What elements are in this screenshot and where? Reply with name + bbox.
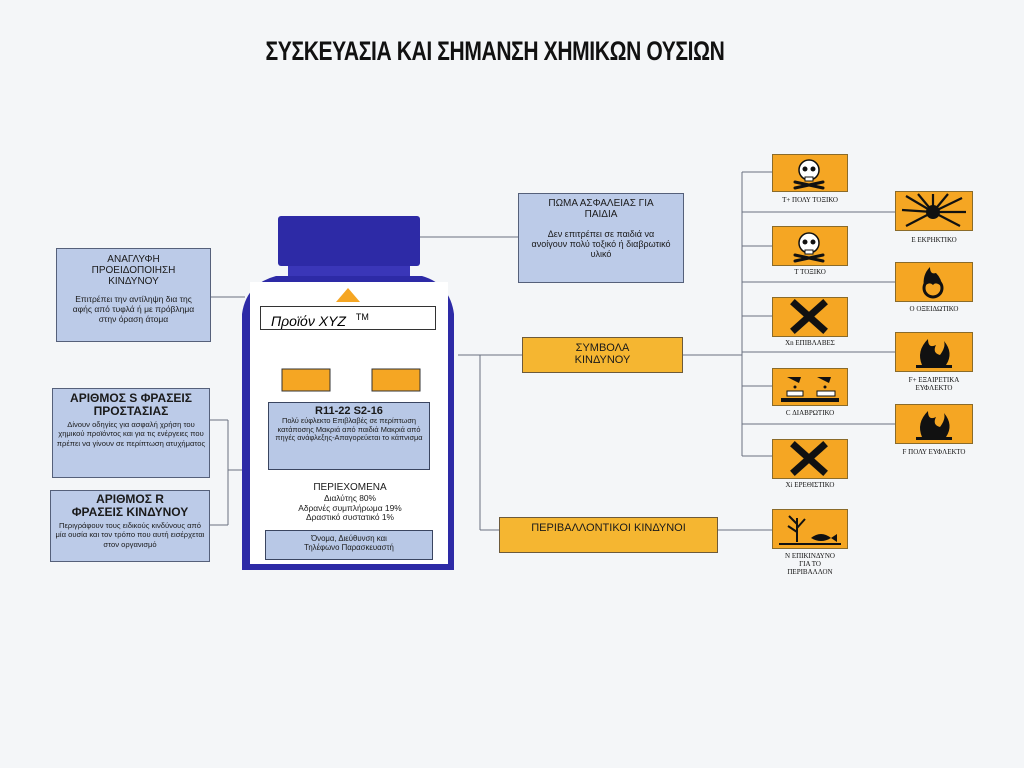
environmental-danger-label-text: N ΕΠΙΚΙΝΔΥΝΟ ΓΙΑ ΤΟ ΠΕΡΙΒΑΛΛΟΝ: [785, 552, 835, 576]
extremely-flammable-label: F+ ΕΞΑΙΡΕΤΙΚΑ ΕΥΦΛΕΚΤΟ: [880, 376, 988, 392]
flame-icon: [916, 339, 952, 368]
corrosive-icon: [781, 377, 839, 402]
very-toxic-symbol: [772, 154, 848, 192]
cross-x-icon: [790, 441, 828, 476]
product-name-label: Προϊόν XYZ TM: [260, 306, 436, 330]
phrases-panel: R11-22 S2-16 Πολύ εύφλεκτο Επιβλαβές σε …: [268, 402, 430, 470]
harmful-label: Xn ΕΠΙΒΛΑΒΕΣ: [785, 339, 835, 347]
environmental-danger-label: N ΕΠΙΚΙΝΔΥΝΟ ΓΙΑ ΤΟ ΠΕΡΙΒΑΛΛΟΝ: [746, 552, 874, 576]
cross-x-icon: [790, 299, 828, 334]
irritant-symbol: [772, 439, 848, 479]
corrosive-symbol: [772, 368, 848, 406]
s-phrases-title: ΑΡΙΘΜΟΣ S ΦΡΑΣΕΙΣ ΠΡΟΣΤΑΣΙΑΣ: [70, 391, 192, 418]
r-phrases-title: ΑΡΙΘΜΟΣ R ΦΡΑΣΕΙΣ ΚΙΝΔΥΝΟΥ: [71, 492, 189, 519]
toxic-symbol: [772, 226, 848, 266]
harmful-symbol: [772, 297, 848, 337]
dead-tree-fish-icon: [779, 515, 841, 545]
environmental-hazards-box: ΠΕΡΙΒΑΛΛΟΝΤΙΚΟΙ ΚΙΝΔΥΝΟΙ: [499, 517, 718, 553]
environmental-danger-symbol: [772, 509, 848, 549]
hazard-symbols-box: ΣΥΜΒΟΛΑ ΚΙΝΔΥΝΟΥ: [522, 337, 683, 373]
r-phrases-text: Περιγράφουν τους ειδικούς κινδύνους από …: [55, 521, 205, 549]
tactile-warning-title: ΑΝΑΓΛΥΦΗ ΠΡΟΕΙΔΟΠΟΙΗΣΗ ΚΙΝΔΥΝΟΥ: [91, 254, 176, 287]
manufacturer-panel: Όνομα, Διεύθυνση και Τηλέφωνο Παρασκευασ…: [265, 530, 433, 560]
contents-line: Δραστικό συστατικό 1%: [306, 512, 394, 522]
tactile-warning-box: ΑΝΑΓΛΥΦΗ ΠΡΟΕΙΔΟΠΟΙΗΣΗ ΚΙΝΔΥΝΟΥ Επιτρέπε…: [56, 248, 211, 342]
child-safety-cap-box: ΠΩΜΑ ΑΣΦΑΛΕΙΑΣ ΓΙΑ ΠΑΙΔΙΑ Δεν επιτρέπει …: [518, 193, 684, 283]
tactile-warning-text: Επιτρέπει την αντίληψη δια της αφής από …: [72, 294, 195, 324]
contents-title: ΠΕΡΙΕΧΟΜΕΝΑ: [313, 482, 387, 493]
very-toxic-label: T+ ΠΟΛΥ ΤΟΞΙΚΟ: [782, 196, 838, 204]
extremely-flammable-symbol: [895, 332, 973, 372]
explosive-symbol: [895, 191, 973, 231]
oxidising-symbol: [895, 262, 973, 302]
s-phrases-text: Δίνουν οδηγίες για ασφαλή χρήση του χημι…: [56, 420, 206, 448]
contents-section: ΠΕΡΙΕΧΟΜΕΝΑ Διαλύτης 80% Αδρανές συμπλήρ…: [260, 482, 440, 523]
corrosive-label: C ΔΙΑΒΡΩΤΙΚΟ: [785, 409, 835, 417]
explosion-icon: [901, 193, 966, 227]
environmental-hazards-title: ΠΕΡΙΒΑΛΛΟΝΤΙΚΟΙ ΚΙΝΔΥΝΟΙ: [531, 522, 686, 534]
s-phrases-box: ΑΡΙΘΜΟΣ S ΦΡΑΣΕΙΣ ΠΡΟΣΤΑΣΙΑΣ Δίνουν οδηγ…: [52, 388, 210, 478]
contents-line: Διαλύτης 80%: [324, 493, 376, 503]
highly-flammable-label: F ΠΟΛΥ ΕΥΦΛΕΚΤΟ: [880, 448, 988, 456]
phrases-text: Πολύ εύφλεκτο Επιβλαβές σε περίπτωση κατ…: [275, 416, 423, 443]
highly-flammable-label-text: F ΠΟΛΥ ΕΥΦΛΕΚΤΟ: [902, 448, 966, 456]
phrases-code: R11-22 S2-16: [315, 405, 383, 417]
child-safety-cap-title: ΠΩΜΑ ΑΣΦΑΛΕΙΑΣ ΓΙΑ ΠΑΙΔΙΑ: [548, 198, 654, 220]
toxic-label: T ΤΟΞΙΚΟ: [794, 268, 826, 276]
contents-line: Αδρανές συμπλήρωμα 19%: [298, 502, 402, 513]
flame-icon: [916, 411, 952, 440]
explosive-label: E ΕΚΡΗΚΤΙΚΟ: [911, 236, 957, 244]
skull-crossbones-icon: [793, 232, 825, 263]
highly-flammable-symbol: [895, 404, 973, 444]
product-name: Προϊόν XYZ: [271, 312, 346, 329]
oxidising-label: O ΟΞΕΙΔΩΤΙΚΟ: [909, 305, 959, 313]
flame-over-circle-icon: [922, 267, 944, 299]
extremely-flammable-label-text: F+ ΕΞΑΙΡΕΤΙΚΑ ΕΥΦΛΕΚΤΟ: [908, 376, 960, 392]
irritant-label: Xi ΕΡΕΘΙΣΤΙΚΟ: [785, 481, 835, 489]
manufacturer-text: Όνομα, Διεύθυνση και Τηλέφωνο Παρασκευασ…: [304, 534, 394, 552]
hazard-symbols-title: ΣΥΜΒΟΛΑ ΚΙΝΔΥΝΟΥ: [574, 342, 631, 366]
trademark-mark: TM: [355, 312, 369, 322]
skull-crossbones-icon: [793, 159, 825, 190]
r-phrases-box: ΑΡΙΘΜΟΣ R ΦΡΑΣΕΙΣ ΚΙΝΔΥΝΟΥ Περιγράφουν τ…: [50, 490, 210, 562]
child-safety-cap-text: Δεν επιτρέπει σε παιδιά να ανοίγουν πολύ…: [531, 229, 671, 259]
page-title: ΣΥΣΚΕΥΑΣΙΑ ΚΑΙ ΣΗΜΑΝΣΗ ΧΗΜΙΚΩΝ ΟΥΣΙΩΝ: [265, 36, 725, 66]
